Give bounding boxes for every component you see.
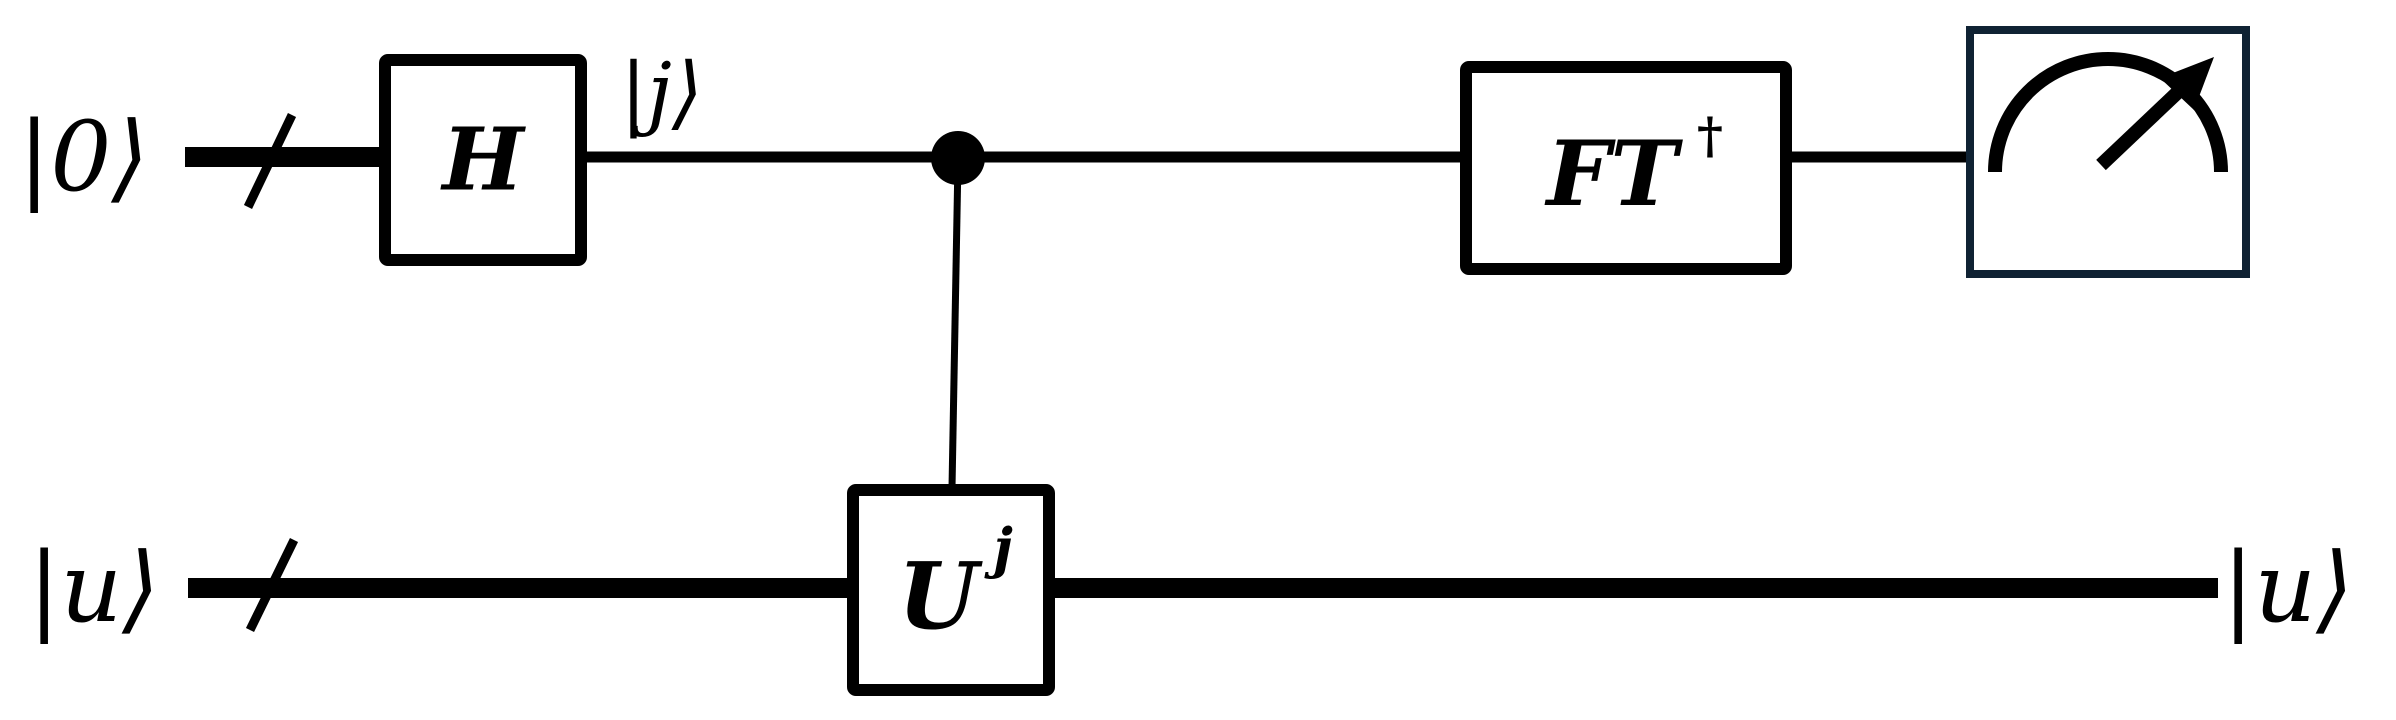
input-bottom-ket: |u⟩	[28, 532, 160, 644]
inverse-fourier-transform-dagger: †	[1697, 106, 1723, 165]
output-bottom-ket: |u⟩	[2222, 532, 2354, 644]
hadamard-gate: H	[379, 54, 587, 266]
measurement-meter	[1966, 26, 2250, 278]
hadamard-gate-label: H	[439, 110, 526, 211]
controlled-u-gate: U j	[847, 484, 1055, 696]
measurement-meter-icon	[1988, 52, 2228, 173]
inverse-fourier-transform-gate-label: FT	[1544, 121, 1684, 227]
bottom-wire-register-slash	[245, 538, 299, 632]
control-dot	[931, 131, 985, 185]
controlled-u-gate-label: U	[898, 542, 983, 650]
inverse-fourier-transform-gate: FT †	[1460, 61, 1792, 275]
input-top-ket: |0⟩	[18, 101, 149, 213]
after-h-ket-label: |j⟩	[620, 46, 703, 139]
control-line	[948, 159, 962, 489]
top-wire-register-slash	[243, 113, 297, 209]
